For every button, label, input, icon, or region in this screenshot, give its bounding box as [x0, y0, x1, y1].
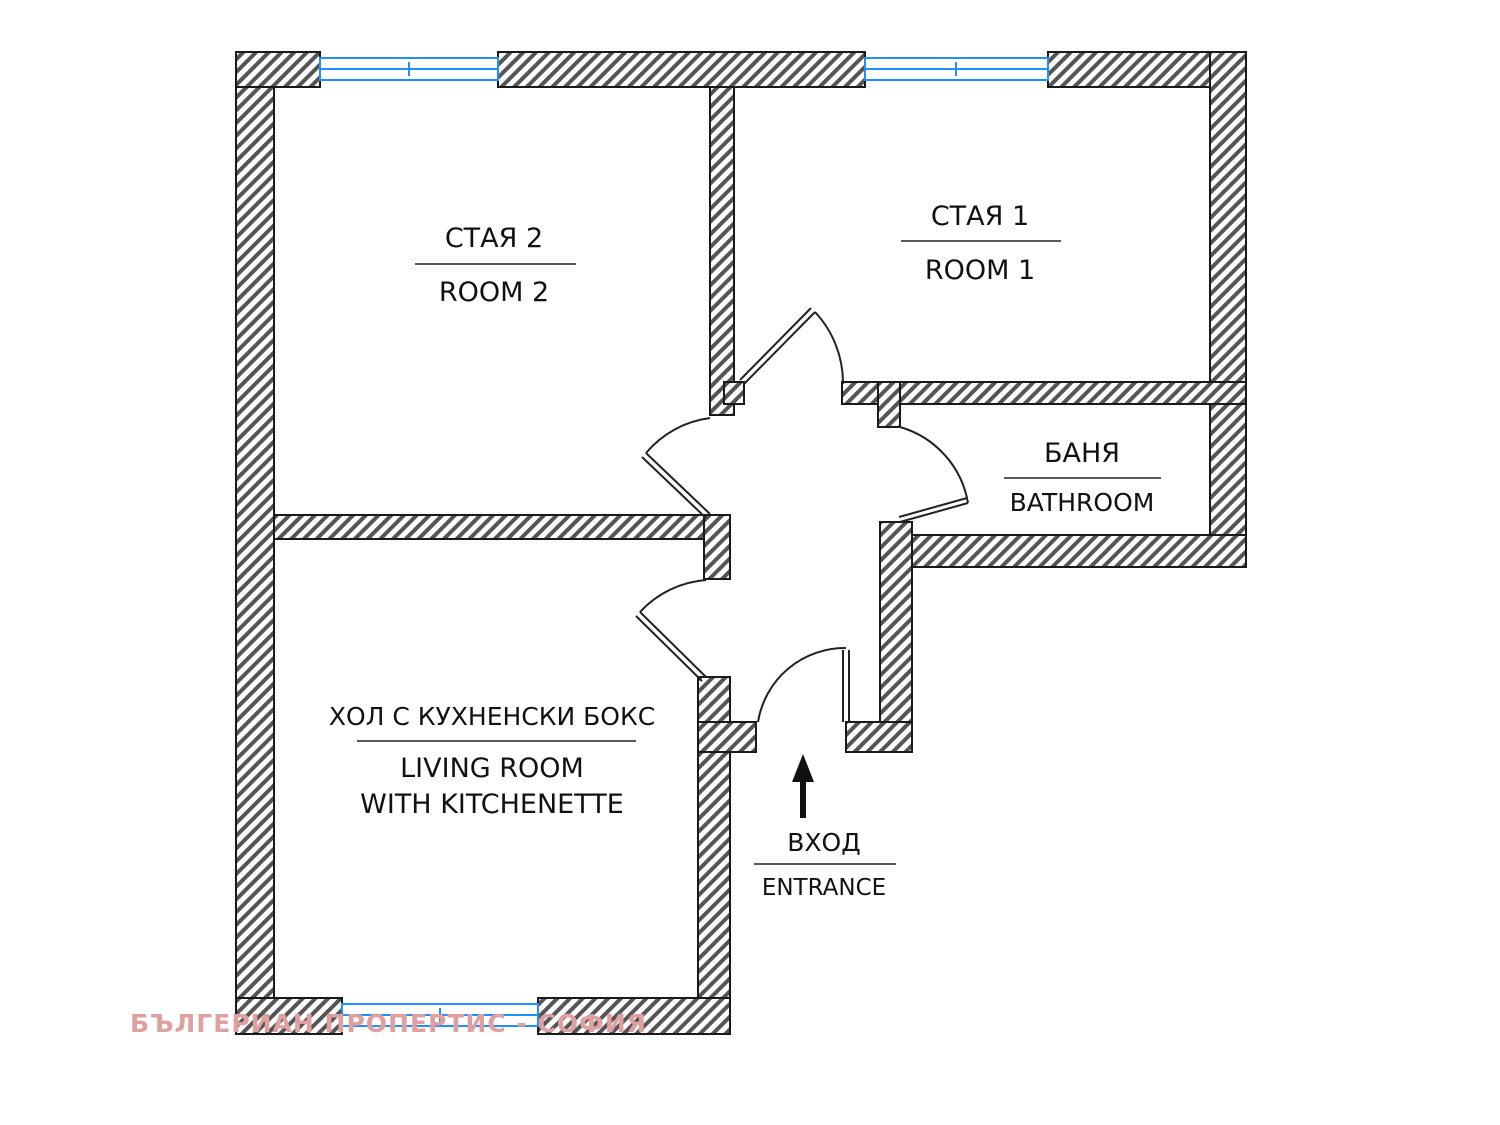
- window-room1: [864, 57, 1049, 81]
- wall-outer-right: [1209, 51, 1247, 568]
- entrance-label-en: ENTRANCE: [762, 875, 886, 901]
- living-label-en-line2: WITH KITCHENETTE: [360, 789, 624, 820]
- door-room1: [739, 307, 845, 385]
- window-room2: [319, 57, 499, 81]
- wall-corridor-right: [879, 521, 913, 753]
- wall-top-left: [235, 51, 321, 88]
- door-bathroom: [898, 426, 969, 523]
- wall-outer-left: [235, 51, 275, 1035]
- room1-label: СТАЯ 1 ROOM 1: [901, 201, 1061, 286]
- entrance-marker: ВХОД ENTRANCE: [754, 754, 896, 901]
- living-label: ХОЛ С КУХНЕНСКИ БОКС LIVING ROOM WITH KI…: [329, 702, 655, 820]
- wall-bottom-left: [235, 997, 343, 1035]
- wall-bath-stub: [877, 381, 901, 428]
- bathroom-label: БАНЯ BATHROOM: [1004, 438, 1161, 517]
- watermark-text: БЪЛГЕРИАН ПРОПЕРТИС - СОФИЯ: [130, 1009, 647, 1038]
- room2-label-en: ROOM 2: [439, 277, 549, 308]
- wall-top-middle: [497, 51, 866, 88]
- entrance-label-bg: ВХОД: [787, 828, 861, 857]
- living-label-bg: ХОЛ С КУХНЕНСКИ БОКС: [329, 702, 655, 731]
- window-living: [341, 1003, 539, 1027]
- walls: [235, 51, 1247, 1035]
- windows: [319, 57, 1049, 1027]
- wall-entrance-left: [697, 721, 757, 753]
- room2-label: СТАЯ 2 ROOM 2: [415, 223, 576, 308]
- doors: [635, 307, 969, 723]
- wall-living-jamb-top: [703, 514, 731, 580]
- room1-label-bg: СТАЯ 1: [931, 201, 1029, 232]
- door-entrance: [757, 646, 850, 723]
- living-label-en-line1: LIVING ROOM: [400, 753, 584, 784]
- wall-room1-bath: [841, 381, 1247, 405]
- wall-room2-living: [273, 514, 729, 540]
- room1-label-en: ROOM 1: [925, 255, 1035, 286]
- door-living: [635, 579, 707, 682]
- bathroom-label-bg: БАНЯ: [1044, 438, 1120, 469]
- wall-room2-room1: [709, 86, 735, 416]
- wall-room1-jamb: [723, 381, 745, 405]
- entrance-arrow-icon: [792, 754, 814, 818]
- room2-label-bg: СТАЯ 2: [445, 223, 543, 254]
- wall-bath-bottom: [879, 534, 1247, 568]
- wall-entrance-right: [845, 721, 913, 753]
- door-room2: [641, 417, 711, 519]
- bathroom-label-en: BATHROOM: [1010, 488, 1155, 517]
- wall-bottom-right: [537, 997, 731, 1035]
